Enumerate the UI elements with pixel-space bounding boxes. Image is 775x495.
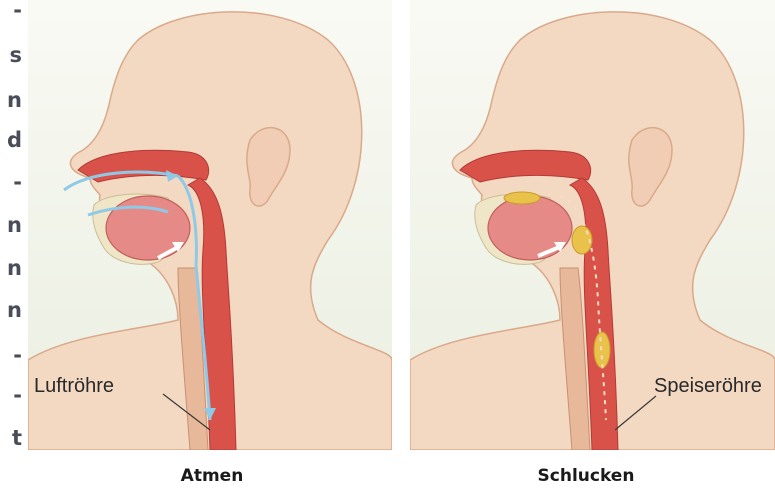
edge-fragment: - [13,345,22,366]
edge-fragment: t [12,428,22,449]
breathing-caption: Atmen [112,466,312,486]
esophagus-label: Speiseröhre [654,375,762,397]
trachea-label: Luftröhre [34,375,114,397]
edge-fragment: - [13,172,22,193]
cropped-text-column: - s n d - n n n - - t [0,0,28,460]
edge-fragment: d [7,130,22,151]
food-bolus [504,192,540,204]
edge-fragment: s [10,45,23,66]
edge-fragment: n [7,90,22,111]
edge-fragment: n [7,215,22,236]
swallowing-illustration: Speiseröhre [410,0,775,450]
edge-fragment: n [7,300,22,321]
edge-fragment: n [7,258,22,279]
swallowing-panel: Speiseröhre [410,0,775,450]
edge-fragment: - [13,385,22,406]
breathing-panel: Luftröhre [28,0,392,450]
swallowing-caption: Schlucken [486,466,686,486]
breathing-illustration: Luftröhre [28,0,392,450]
edge-fragment: - [13,0,22,21]
